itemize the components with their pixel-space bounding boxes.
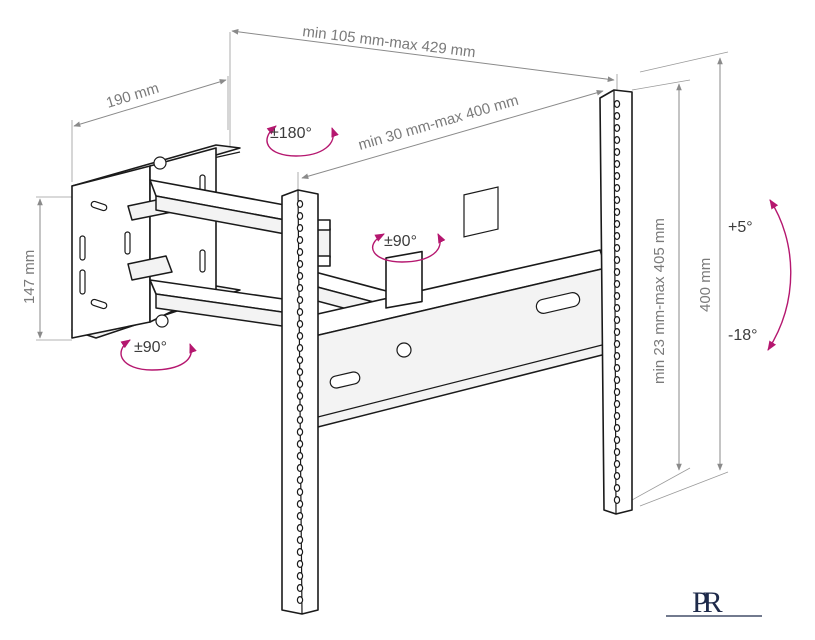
dimension-lines (36, 29, 729, 507)
bracket-hole (613, 376, 621, 385)
bracket-hole (613, 280, 621, 289)
bracket-hole (296, 500, 304, 509)
bracket-hole (296, 476, 304, 485)
bracket-hole (613, 412, 621, 421)
bracket-hole (613, 256, 621, 265)
bracket-hole (296, 260, 304, 269)
bracket-hole (613, 172, 621, 181)
bracket-hole (296, 212, 304, 221)
bracket-hole (613, 244, 621, 253)
bracket-hole (613, 400, 621, 409)
head-swivel-label: ±90° (384, 233, 417, 250)
bracket-hole (296, 200, 304, 209)
bracket-hole (296, 488, 304, 497)
bracket-hole (613, 436, 621, 445)
bracket-height-label: 400 mm (697, 258, 714, 312)
bracket-hole (613, 472, 621, 481)
wall-swivel-label: ±90° (134, 339, 167, 356)
bracket-hole (613, 496, 621, 505)
crossbar (299, 186, 607, 431)
right-vertical-bracket (599, 89, 633, 515)
bracket-hole (296, 368, 304, 377)
bracket-hole (613, 184, 621, 193)
bracket-spacing-label: min 23 mm-max 405 mm (651, 218, 668, 384)
bracket-hole (296, 559, 304, 568)
bracket-hole (613, 160, 621, 169)
bracket-hole (296, 416, 304, 425)
left-vertical-bracket (281, 189, 319, 615)
bracket-hole (296, 511, 304, 520)
bracket-hole (296, 428, 304, 437)
bracket-hole (613, 99, 621, 108)
bracket-hole (296, 236, 304, 245)
bracket-hole (296, 392, 304, 401)
bracket-hole (613, 196, 621, 205)
bracket-hole (613, 328, 621, 337)
bracket-hole (296, 332, 304, 341)
bracket-hole (613, 424, 621, 433)
bracket-hole (296, 452, 304, 461)
bracket-hole (296, 595, 304, 604)
bracket-hole (613, 123, 621, 132)
bracket-hole (296, 224, 304, 233)
bracket-hole (296, 296, 304, 305)
bracket-hole (296, 547, 304, 556)
logo-text: PR (692, 586, 723, 619)
plate-height-label: 147 mm (21, 250, 38, 304)
bracket-hole (613, 304, 621, 313)
bracket-hole (613, 388, 621, 397)
overall-reach-label: min 105 mm-max 429 mm (302, 23, 477, 61)
rotation-arcs (120, 125, 792, 371)
bracket-hole (296, 583, 304, 592)
bracket-hole (296, 380, 304, 389)
bracket-hole (613, 340, 621, 349)
bracket-hole (613, 448, 621, 457)
bracket-hole (613, 136, 621, 145)
bracket-hole (613, 484, 621, 493)
plate-width-label: 190 mm (104, 80, 161, 112)
bracket-hole (613, 208, 621, 217)
bracket-hole (613, 352, 621, 361)
wall-plate (71, 144, 241, 339)
bracket-hole (613, 292, 621, 301)
bracket-hole (613, 460, 621, 469)
bracket-hole (296, 440, 304, 449)
bracket-hole (613, 148, 621, 157)
bracket-hole (296, 272, 304, 281)
bracket-hole (296, 571, 304, 580)
bracket-hole (613, 220, 621, 229)
bracket-hole (296, 248, 304, 257)
brand-logo: PR (666, 586, 762, 619)
arm-swivel-label: ±180° (270, 125, 312, 142)
bracket-hole (613, 232, 621, 241)
bracket-hole (296, 308, 304, 317)
bracket-hole (613, 111, 621, 120)
bracket-hole (296, 284, 304, 293)
arm-extension-label: min 30 mm-max 400 mm (356, 92, 520, 154)
bracket-hole (296, 523, 304, 532)
bracket-hole (296, 404, 304, 413)
tilt-up-label: +5° (728, 219, 753, 236)
bracket-hole (296, 320, 304, 329)
bracket-hole (296, 535, 304, 544)
bracket-hole (296, 356, 304, 365)
bracket-hole (613, 316, 621, 325)
bracket-hole (613, 364, 621, 373)
rotation-labels: ±180° ±90° ±90° +5° -18° (134, 125, 758, 356)
bracket-hole (296, 344, 304, 353)
tilt-down-label: -18° (728, 327, 758, 344)
bracket-hole (613, 268, 621, 277)
bracket-hole (296, 464, 304, 473)
